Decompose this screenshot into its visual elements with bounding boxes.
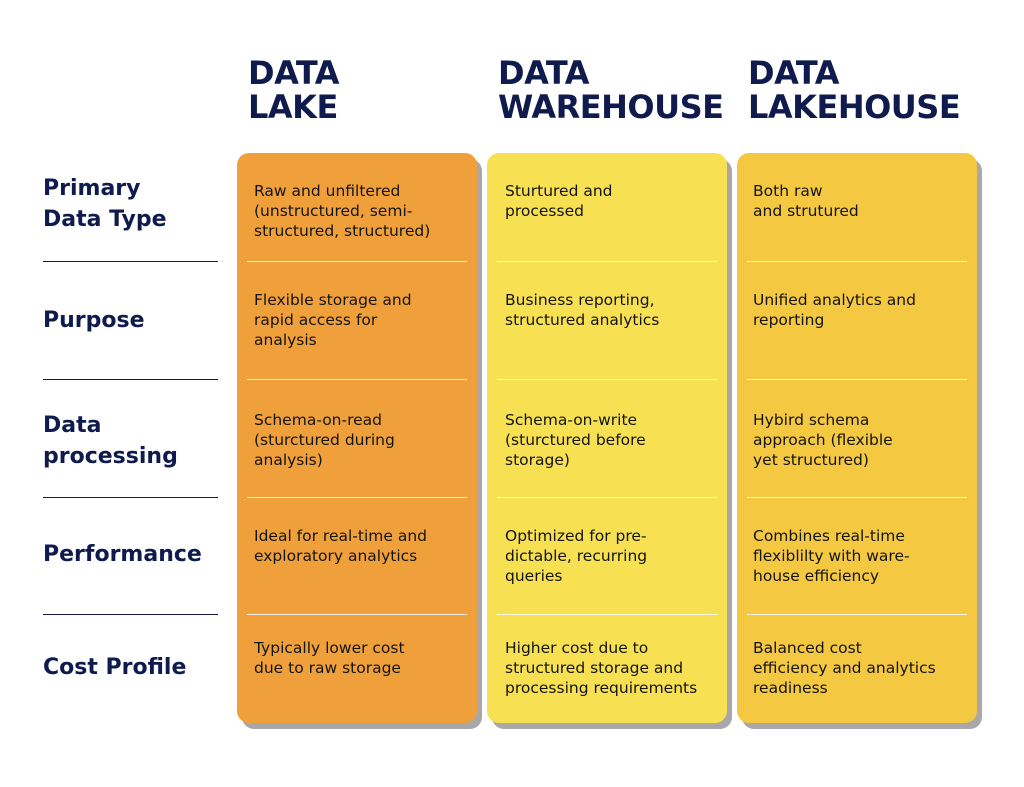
- row-label-purpose: Purpose: [43, 305, 145, 336]
- row-label-primary-data-type: Primary Data Type: [43, 173, 167, 235]
- column-card-data-lake: [237, 153, 477, 723]
- cell-data-lake-cost-profile: Typically lower cost due to raw storage: [254, 638, 472, 678]
- heading-line: DATA: [748, 54, 839, 92]
- cell-line: house efficiency: [753, 567, 880, 585]
- cell-data-warehouse-data-processing: Schema-on-write (sturctured before stora…: [505, 410, 723, 470]
- cell-data-lake-performance: Ideal for real-time and exploratory anal…: [254, 526, 472, 566]
- cell-line: reporting: [753, 311, 825, 329]
- cell-data-warehouse-purpose: Business reporting, structured analytics: [505, 290, 723, 330]
- cell-line: and strutured: [753, 202, 859, 220]
- row-divider: [497, 614, 717, 615]
- cell-data-lake-purpose: Flexible storage and rapid access for an…: [254, 290, 472, 350]
- cell-data-lakehouse-primary-data-type: Both raw and strutured: [753, 181, 971, 221]
- cell-line: processing requirements: [505, 679, 698, 697]
- cell-line: structured storage and: [505, 659, 684, 677]
- row-divider-left: [43, 261, 218, 262]
- row-divider-left: [43, 497, 218, 498]
- cell-line: (unstructured, semi-: [254, 202, 413, 220]
- heading-line: LAKEHOUSE: [748, 88, 961, 126]
- row-divider: [497, 379, 717, 380]
- cell-line: readiness: [753, 679, 828, 697]
- row-label-line: Primary: [43, 176, 141, 201]
- cell-line: (sturctured before: [505, 431, 646, 449]
- cell-line: structured, structured): [254, 222, 431, 240]
- row-divider: [247, 261, 467, 262]
- cell-data-lake-data-processing: Schema-on-read (sturctured during analys…: [254, 410, 472, 470]
- cell-data-lakehouse-performance: Combines real-time flexiblilty with ware…: [753, 526, 971, 586]
- row-divider: [247, 614, 467, 615]
- cell-data-lakehouse-purpose: Unified analytics and reporting: [753, 290, 971, 330]
- cell-line: yet structured): [753, 451, 869, 469]
- heading-data-lake: DATA LAKE: [248, 56, 339, 124]
- row-divider: [247, 379, 467, 380]
- row-label-line: Purpose: [43, 308, 145, 333]
- cell-line: Both raw: [753, 182, 823, 200]
- cell-data-warehouse-primary-data-type: Sturtured and processed: [505, 181, 723, 221]
- cell-line: Optimized for pre-: [505, 527, 647, 545]
- cell-line: Flexible storage and: [254, 291, 412, 309]
- cell-line: Sturtured and: [505, 182, 613, 200]
- cell-line: flexiblilty with ware-: [753, 547, 910, 565]
- row-divider: [497, 497, 717, 498]
- column-card-data-warehouse: [487, 153, 727, 723]
- row-divider: [247, 497, 467, 498]
- column-card-data-lakehouse: [737, 153, 977, 723]
- cell-line: analysis: [254, 331, 317, 349]
- cell-line: analysis): [254, 451, 323, 469]
- cell-line: Schema-on-write: [505, 411, 638, 429]
- cell-data-warehouse-cost-profile: Higher cost due to structured storage an…: [505, 638, 723, 698]
- cell-line: queries: [505, 567, 563, 585]
- row-label-line: Performance: [43, 542, 202, 567]
- heading-data-warehouse: DATA WAREHOUSE: [498, 56, 724, 124]
- row-divider-left: [43, 614, 218, 615]
- row-label-line: Data: [43, 413, 102, 438]
- cell-line: Hybird schema: [753, 411, 870, 429]
- cell-line: efficiency and analytics: [753, 659, 936, 677]
- heading-line: LAKE: [248, 88, 338, 126]
- cell-data-lakehouse-data-processing: Hybird schema approach (flexible yet str…: [753, 410, 971, 470]
- cell-line: Business reporting,: [505, 291, 655, 309]
- cell-line: Combines real-time: [753, 527, 905, 545]
- row-divider: [497, 261, 717, 262]
- cell-line: rapid access for: [254, 311, 378, 329]
- cell-line: Ideal for real-time and: [254, 527, 427, 545]
- cell-line: Balanced cost: [753, 639, 862, 657]
- cell-line: processed: [505, 202, 584, 220]
- heading-line: DATA: [498, 54, 589, 92]
- row-divider: [747, 379, 967, 380]
- cell-line: due to raw storage: [254, 659, 401, 677]
- cell-line: dictable, recurring: [505, 547, 648, 565]
- cell-line: structured analytics: [505, 311, 660, 329]
- cell-line: storage): [505, 451, 570, 469]
- cell-line: Higher cost due to: [505, 639, 649, 657]
- row-divider: [747, 614, 967, 615]
- cell-data-warehouse-performance: Optimized for pre- dictable, recurring q…: [505, 526, 723, 586]
- cell-line: approach (flexible: [753, 431, 893, 449]
- row-label-cost-profile: Cost Profile: [43, 652, 186, 683]
- row-divider-left: [43, 379, 218, 380]
- row-label-line: Cost Profile: [43, 655, 187, 680]
- row-divider: [747, 497, 967, 498]
- cell-line: exploratory analytics: [254, 547, 418, 565]
- heading-data-lakehouse: DATA LAKEHOUSE: [748, 54, 961, 126]
- row-label-performance: Performance: [43, 539, 202, 570]
- cell-line: Raw and unfiltered: [254, 182, 401, 200]
- cell-line: Unified analytics and: [753, 291, 916, 309]
- cell-data-lakehouse-cost-profile: Balanced cost efficiency and analytics r…: [753, 638, 971, 698]
- row-label-line: processing: [43, 444, 178, 469]
- heading-line: WAREHOUSE: [498, 88, 724, 126]
- row-divider: [747, 261, 967, 262]
- heading-line: DATA: [248, 54, 339, 92]
- cell-line: (sturctured during: [254, 431, 395, 449]
- row-label-data-processing: Data processing: [43, 410, 178, 472]
- cell-line: Schema-on-read: [254, 411, 383, 429]
- row-label-line: Data Type: [43, 207, 167, 232]
- cell-data-lake-primary-data-type: Raw and unfiltered (unstructured, semi- …: [254, 181, 472, 241]
- cell-line: Typically lower cost: [254, 639, 405, 657]
